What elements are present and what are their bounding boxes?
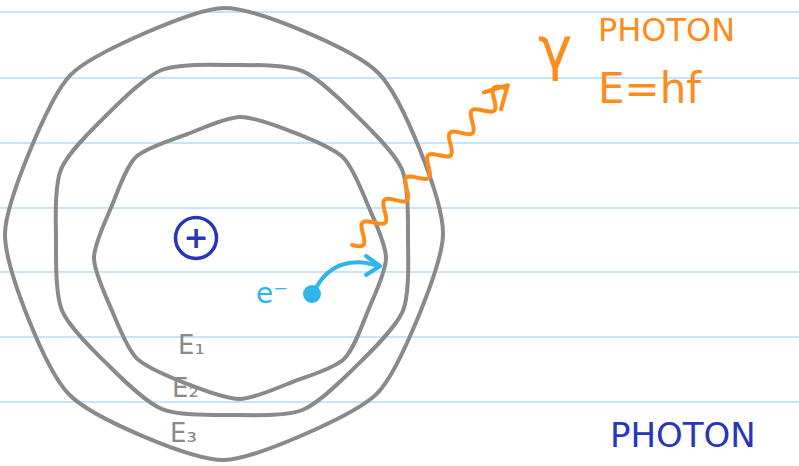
energy-formula: E=hf bbox=[598, 68, 701, 110]
level-label: E₂ bbox=[172, 375, 199, 401]
photon-label: PHOTON bbox=[610, 418, 756, 452]
photon-wave bbox=[352, 85, 508, 246]
paper-rule bbox=[0, 401, 799, 402]
lined-paper bbox=[0, 12, 799, 402]
orbit bbox=[5, 8, 443, 460]
paper-rule bbox=[0, 271, 799, 272]
level-label: E₃ bbox=[170, 420, 197, 446]
orbit bbox=[94, 117, 386, 399]
electron bbox=[303, 256, 380, 303]
electron-label: e⁻ bbox=[256, 280, 288, 308]
photon-arrowhead bbox=[484, 85, 508, 109]
nucleus-circle bbox=[176, 218, 217, 259]
gamma-symbol: γ bbox=[538, 20, 572, 78]
orbit-rings bbox=[5, 8, 443, 460]
nucleus: + bbox=[173, 215, 219, 261]
orbit bbox=[56, 65, 408, 415]
electron-dot bbox=[303, 285, 321, 303]
photon-label: PHOTON bbox=[598, 14, 735, 46]
paper-rule bbox=[0, 11, 799, 12]
photon-squiggle bbox=[352, 87, 505, 247]
paper-rule bbox=[0, 336, 799, 337]
paper-rule bbox=[0, 142, 799, 143]
nucleus-charge: + bbox=[183, 223, 208, 253]
level-label: E₁ bbox=[178, 332, 205, 358]
electron-jump-head bbox=[366, 256, 380, 275]
paper-rule bbox=[0, 207, 799, 208]
